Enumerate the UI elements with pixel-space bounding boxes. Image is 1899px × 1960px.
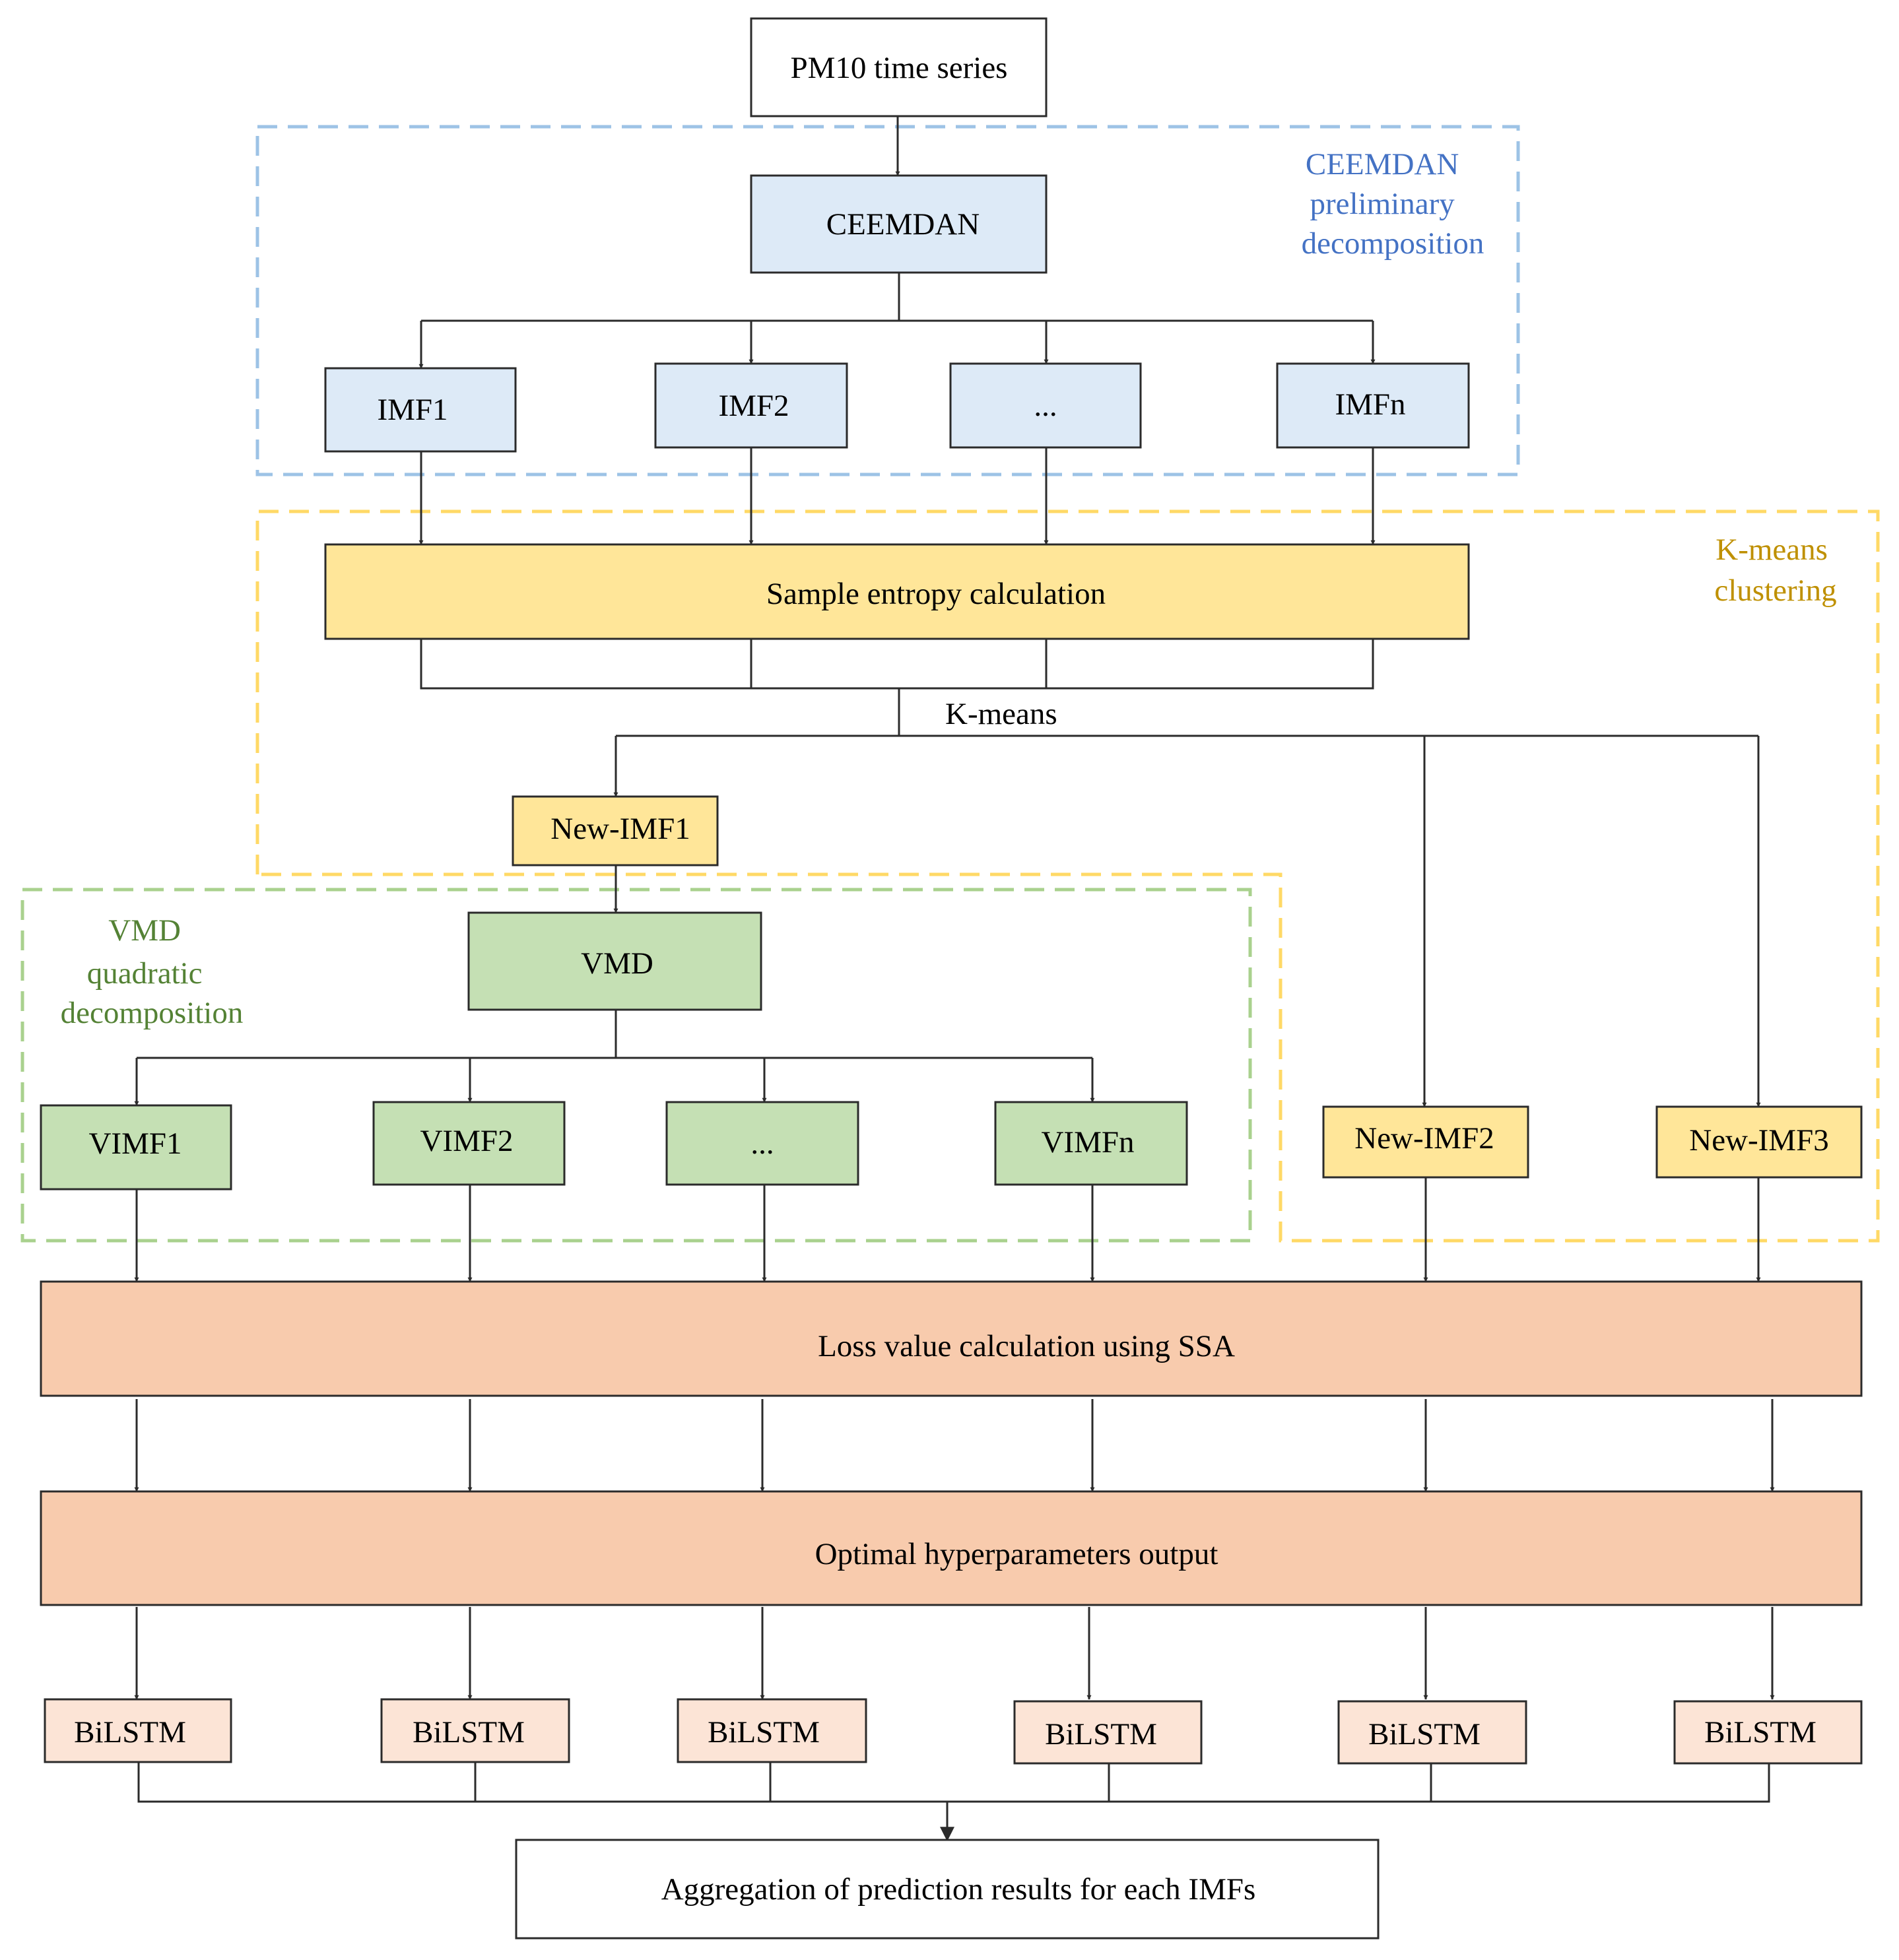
edge-entropy-merge	[420, 639, 1374, 690]
bilstm-label-2: BiLSTM	[413, 1715, 525, 1749]
vimfn-label: VIMFn	[1041, 1125, 1134, 1160]
new-imf2-box	[1322, 1105, 1529, 1179]
vmd-label: VMD	[581, 946, 653, 981]
bilstm-box-4	[1013, 1700, 1203, 1765]
imf1-label: IMF1	[377, 393, 448, 427]
pm10-box	[750, 17, 1048, 117]
kmeans-group-frame	[255, 509, 1880, 1243]
hyper-label: Optimal hyperparameters output	[815, 1537, 1218, 1571]
vmd-box	[467, 911, 762, 1011]
imfn-label: IMFn	[1335, 387, 1405, 422]
sample-entropy-box	[324, 543, 1470, 640]
kmeans-edge-label: K-means	[945, 697, 1057, 731]
ceemdan-group-label: CEEMDAN preliminary decomposition	[1302, 147, 1484, 261]
imf1-box	[324, 367, 517, 453]
ceemdan-label: CEEMDAN	[826, 207, 980, 242]
vimfn-box	[994, 1101, 1188, 1186]
vimf-dots-label: ...	[750, 1127, 774, 1161]
bilstm-box-5	[1337, 1700, 1527, 1765]
vimf1-box	[40, 1104, 232, 1191]
vmd-group-frame	[20, 888, 1252, 1243]
new-imf1-box	[512, 795, 719, 866]
imf-dots-box	[949, 362, 1142, 449]
bilstm-label-5: BiLSTM	[1368, 1717, 1481, 1751]
bilstm-label-6: BiLSTM	[1704, 1715, 1816, 1749]
aggregation-box	[515, 1839, 1380, 1940]
bilstm-label-4: BiLSTM	[1045, 1717, 1157, 1751]
new-imf3-label: New-IMF3	[1689, 1123, 1828, 1158]
bilstm-box-6	[1673, 1700, 1863, 1765]
bilstm-label-3: BiLSTM	[708, 1715, 820, 1749]
aggregation-label: Aggregation of prediction results for ea…	[661, 1872, 1256, 1907]
vmd-group-label: VMD quadratic decomposition	[61, 913, 244, 1030]
imf2-box	[654, 362, 848, 449]
bilstm-box-3	[677, 1698, 867, 1763]
sample-entropy-label: Sample entropy calculation	[766, 577, 1106, 611]
loss-box	[40, 1280, 1863, 1397]
new-imf2-label: New-IMF2	[1354, 1121, 1494, 1156]
imf-dots-label: ...	[1034, 389, 1057, 423]
vimf-dots-box	[665, 1101, 859, 1186]
vimf2-box	[372, 1101, 566, 1186]
imfn-box	[1276, 362, 1470, 449]
edge-bilstm-merge	[137, 1762, 1770, 1803]
new-imf3-box	[1655, 1105, 1863, 1179]
kmeans-group-label: K-means clustering	[1714, 533, 1836, 608]
ceemdan-group-frame	[255, 125, 1520, 476]
bilstm-box-2	[380, 1698, 570, 1763]
bilstm-label-1: BiLSTM	[74, 1715, 186, 1749]
new-imf1-label: New-IMF1	[550, 812, 690, 846]
loss-label: Loss value calculation using SSA	[818, 1329, 1235, 1363]
pm10-label: PM10 time series	[791, 51, 1008, 85]
ceemdan-box	[750, 174, 1048, 274]
bilstm-box-1	[44, 1698, 232, 1763]
imf2-label: IMF2	[718, 389, 789, 423]
hyper-box	[40, 1490, 1863, 1606]
vimf2-label: VIMF2	[420, 1124, 513, 1158]
vimf1-label: VIMF1	[88, 1127, 182, 1161]
